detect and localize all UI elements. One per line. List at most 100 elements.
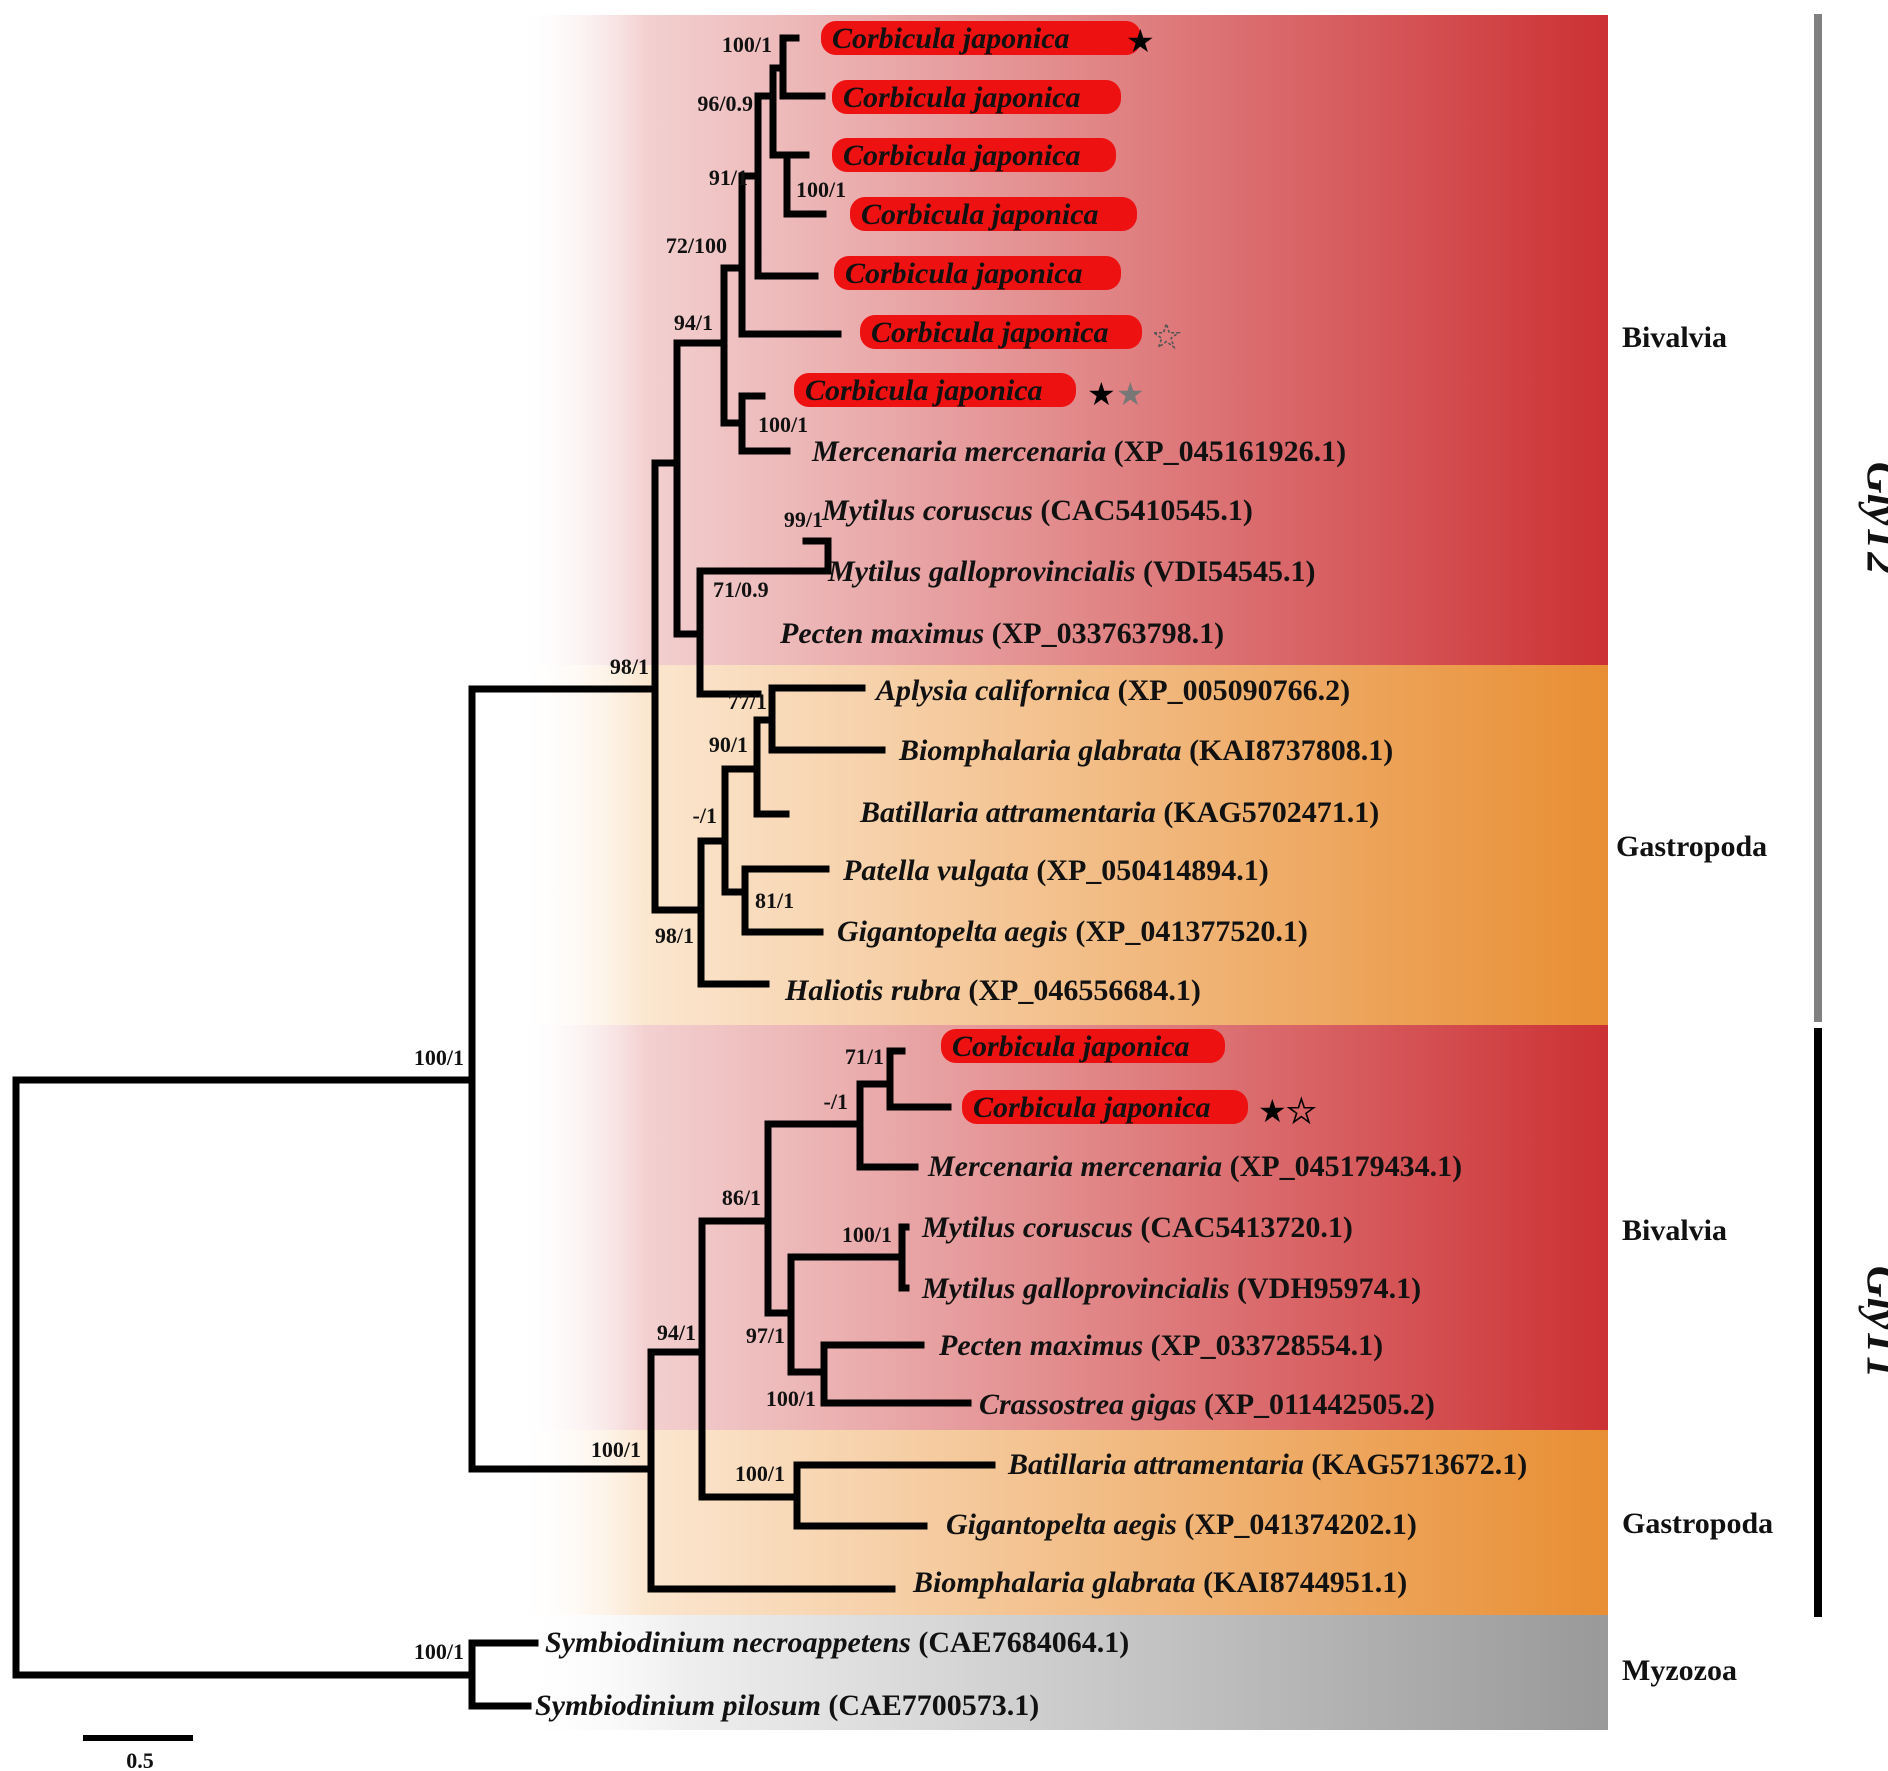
tip-label: Batillaria attramentaria (KAG5713672.1) <box>1007 1448 1527 1481</box>
support-label: 94/1 <box>657 1320 696 1345</box>
star-markers: ★ ★ ★ ★ ★ ★ <box>1087 22 1316 1131</box>
support-label: 98/1 <box>655 923 694 948</box>
tip-label: Corbicula japonica <box>861 198 1099 231</box>
tip-label: Mercenaria mercenaria (XP_045161926.1) <box>811 435 1346 468</box>
branch <box>787 1253 906 1376</box>
support-label: 100/1 <box>414 1639 464 1664</box>
support-label: 100/1 <box>722 32 772 57</box>
support-label: 81/1 <box>755 888 794 913</box>
support-label: 77/1 <box>728 689 767 714</box>
highlight-pill <box>962 1090 1248 1124</box>
branch <box>886 1047 952 1111</box>
support-label: 100/1 <box>591 1437 641 1462</box>
branch <box>651 459 705 914</box>
group-label-gastropoda: Gastropoda <box>1616 830 1767 863</box>
tip-label: Corbicula japonica <box>843 81 1081 114</box>
support-label: -/1 <box>693 803 717 828</box>
branch <box>698 1217 801 1501</box>
branch <box>779 34 826 100</box>
branch <box>820 1341 972 1407</box>
group-label-gastropoda: Gastropoda <box>1622 1507 1773 1540</box>
highlight-pill <box>832 80 1121 114</box>
branch <box>468 685 659 1473</box>
support-label: 86/1 <box>722 1185 761 1210</box>
tip-label: Aplysia californica (XP_005090766.2) <box>874 674 1350 707</box>
highlight-pill <box>850 197 1137 231</box>
tip-label: Biomphalaria glabrata (KAI8744951.1) <box>912 1566 1407 1599</box>
group-label-myzozoa: Myzozoa <box>1622 1654 1737 1687</box>
branch <box>468 1639 539 1710</box>
support-label: 99/1 <box>784 507 823 532</box>
scale-bar-label: 0.5 <box>126 1748 154 1771</box>
branch <box>697 837 770 988</box>
support-label: 100/1 <box>766 1386 816 1411</box>
highlight-pill <box>832 138 1116 172</box>
star-icon: ★ <box>1126 22 1155 60</box>
support-label: 100/1 <box>735 1461 785 1486</box>
tip-label: Mytilus galloprovincialis (VDI54545.1) <box>827 555 1316 588</box>
branch <box>768 684 886 754</box>
support-label: 90/1 <box>709 732 748 757</box>
tip-label: Crassostrea gigas (XP_011442505.2) <box>979 1388 1435 1421</box>
tip-label: Batillaria attramentaria (KAG5702471.1) <box>859 796 1379 829</box>
tip-label: Pecten maximus (XP_033728554.1) <box>938 1329 1383 1362</box>
tip-label: Corbicula japonica <box>952 1030 1190 1063</box>
support-label: 72/100 <box>666 233 727 258</box>
branch <box>647 1348 896 1593</box>
support-label: 91/1 <box>709 165 748 190</box>
tip-label: Symbiodinium pilosum (CAE7700573.1) <box>535 1689 1039 1722</box>
branch <box>738 392 791 455</box>
highlight-pill <box>821 21 1141 55</box>
branch <box>793 1461 996 1530</box>
tree-branches <box>12 34 996 1710</box>
branch <box>856 1080 919 1171</box>
group-label-bivalvia: Bivalvia <box>1622 321 1727 354</box>
myzozoa-band <box>515 1615 1608 1730</box>
tip-label: Patella vulgata (XP_050414894.1) <box>842 854 1269 887</box>
branch <box>802 537 832 575</box>
support-values: 100/1 96/0.9 91/1 100/1 72/100 94/1 100/… <box>414 32 892 1664</box>
tip-label: Gigantopelta aegis (XP_041374202.1) <box>946 1508 1417 1541</box>
group-label-bivalvia: Bivalvia <box>1622 1214 1727 1247</box>
support-label: -/1 <box>824 1089 848 1114</box>
star-icon: ★ <box>1152 317 1181 355</box>
support-label: 97/1 <box>746 1323 785 1348</box>
tip-label: Pecten maximus (XP_033763798.1) <box>779 617 1224 650</box>
branch <box>783 151 827 218</box>
tip-label: Mytilus coruscus (CAC5410545.1) <box>821 494 1253 527</box>
star-icon: ★ <box>1258 1092 1287 1130</box>
tip-label: Corbicula japonica <box>805 374 1043 407</box>
highlight-pill <box>860 315 1142 349</box>
support-label: 100/1 <box>842 1222 892 1247</box>
tip-label: Mytilus coruscus (CAC5413720.1) <box>921 1211 1353 1244</box>
branch <box>898 1223 910 1292</box>
tip-label: Corbicula japonica <box>973 1091 1211 1124</box>
tip-label: Corbicula japonica <box>832 22 1070 55</box>
branch <box>12 1076 476 1679</box>
branch <box>764 1120 864 1317</box>
glyt2-label: GlyT2 <box>1858 462 1888 574</box>
support-label: 96/0.9 <box>697 91 753 116</box>
tip-label: Symbiodinium necroappetens (CAE7684064.1… <box>545 1626 1129 1659</box>
tip-label: Mercenaria mercenaria (XP_045179434.1) <box>927 1150 1462 1183</box>
glyt1-label: GlyT1 <box>1858 1266 1888 1378</box>
highlight-pill <box>941 1029 1225 1063</box>
star-icon: ★ <box>1087 375 1116 413</box>
support-label: 100/1 <box>414 1045 464 1070</box>
star-icon: ★ <box>1287 1092 1316 1130</box>
tip-label: Haliotis rubra (XP_046556684.1) <box>784 974 1201 1007</box>
tip-label: Mytilus galloprovincialis (VDH95974.1) <box>921 1272 1421 1305</box>
highlight-pills <box>794 21 1248 1124</box>
support-label: 100/1 <box>758 412 808 437</box>
gastropoda-band-glyt2 <box>515 665 1608 1025</box>
tip-label: Gigantopelta aegis (XP_041377520.1) <box>837 915 1308 948</box>
tip-labels: Corbicula japonica Corbicula japonica Co… <box>535 22 1527 1722</box>
highlight-pill <box>834 256 1121 290</box>
support-label: 71/0.9 <box>713 577 769 602</box>
support-label: 94/1 <box>674 310 713 335</box>
highlight-pill <box>794 373 1076 407</box>
gastropoda-band-glyt1 <box>515 1430 1608 1615</box>
branch <box>673 339 728 638</box>
tip-label: Corbicula japonica <box>871 316 1109 349</box>
